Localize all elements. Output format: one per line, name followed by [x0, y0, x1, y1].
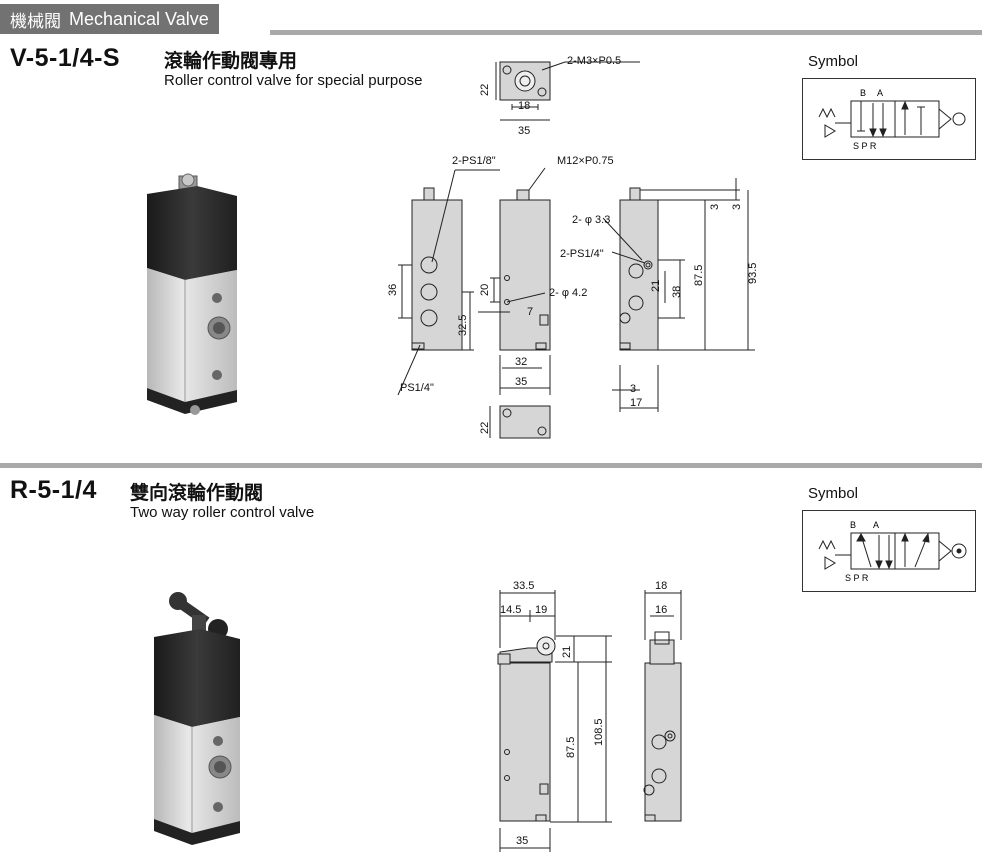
dim2-19: 19	[535, 604, 547, 616]
dim-18: 18	[518, 100, 530, 112]
sym2-port-a: A	[873, 520, 879, 530]
sym2-port-spr: S P R	[845, 573, 869, 583]
dim-93-5: 93.5	[747, 263, 759, 284]
dim-36: 36	[387, 284, 399, 296]
sym1-port-a: A	[877, 88, 883, 98]
dim-87-5: 87.5	[693, 265, 705, 286]
dim2-14-5: 14.5	[500, 604, 521, 616]
model-v-5-1-4-s: V-5-1/4-S	[10, 44, 121, 72]
dim-38: 38	[671, 286, 683, 298]
dim-22b: 22	[479, 422, 491, 434]
dim-17: 17	[630, 397, 642, 409]
dim2-33-5: 33.5	[513, 580, 534, 592]
section2-title-zh: 雙向滾輪作動閥	[130, 482, 264, 504]
dim-32-5: 32.5	[457, 315, 469, 336]
dim-ps14: PS1/4"	[400, 382, 434, 394]
model-r-5-1-4: R-5-1/4	[10, 476, 97, 504]
dim2-87-5: 87.5	[565, 737, 577, 758]
valve-photo-r-5-1-4	[154, 592, 240, 845]
dim-21: 21	[650, 280, 662, 292]
header-rule	[270, 30, 982, 35]
section-divider	[0, 463, 982, 468]
header-title-zh: 機械閥	[10, 11, 61, 32]
section2-title-en: Two way roller control valve	[130, 504, 315, 521]
section1-valve-symbol: B A S P R	[802, 78, 976, 160]
dim-m3: 2-M3×P0.5	[567, 55, 621, 67]
dim-m12: M12×P0.75	[557, 155, 614, 167]
section1-title-en: Roller control valve for special purpose	[164, 72, 423, 89]
sym2-port-b: B	[850, 520, 856, 530]
section1-title-zh: 滾輪作動閥專用	[164, 50, 298, 72]
dim2-108-5: 108.5	[593, 718, 605, 746]
section1-symbol-label: Symbol	[808, 53, 859, 70]
dim-phi33: 2- φ 3.3	[572, 214, 610, 226]
section2-valve-symbol: B A S P R	[802, 510, 976, 592]
section-header: 機械閥 Mechanical Valve	[0, 4, 219, 34]
dim-3b: 3	[731, 204, 743, 210]
dim-phi42: 2- φ 4.2	[549, 287, 587, 299]
dim-20: 20	[479, 284, 491, 296]
sym1-port-b: B	[860, 88, 866, 98]
dim-32: 32	[515, 356, 527, 368]
dim-3a: 3	[709, 204, 721, 210]
dim2-16: 16	[655, 604, 667, 616]
dim-3c: 3	[630, 383, 636, 395]
dim2-18: 18	[655, 580, 667, 592]
dim-7: 7	[527, 306, 533, 318]
header-title-en: Mechanical Valve	[69, 8, 209, 29]
section2-symbol-label: Symbol	[808, 485, 859, 502]
dim-35a: 35	[518, 125, 530, 137]
valve-photo-v-5-1-4-s	[147, 173, 237, 415]
dim-35b: 35	[515, 376, 527, 388]
dim2-35: 35	[516, 835, 528, 847]
dim2-21: 21	[561, 646, 573, 658]
dim-ps14b: 2-PS1/4"	[560, 248, 604, 260]
dim-22a: 22	[479, 84, 491, 96]
sym1-port-spr: S P R	[853, 141, 877, 151]
dim-ps18: 2-PS1/8"	[452, 155, 496, 167]
